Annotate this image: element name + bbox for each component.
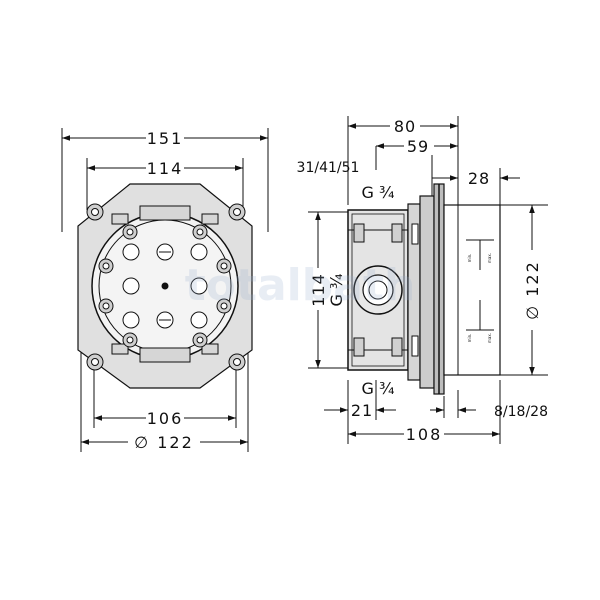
side-view: 80 59 31/41/51 28 114 G ¾ ∅ 122 G ¾ G ¾ (297, 116, 548, 444)
dim-108-label: 108 (406, 425, 443, 444)
dim-21-label: 21 (351, 401, 373, 420)
dim-diameter-vertical-label: ∅ 122 (523, 260, 542, 320)
max-top-label: max. (487, 253, 492, 263)
dim-106-label: 106 (147, 409, 184, 428)
dim-114-label: 114 (147, 159, 184, 178)
max-bottom-label: max. (487, 333, 492, 343)
dim-80-label: 80 (394, 117, 416, 136)
dim-114-vertical-label: 114 (309, 273, 328, 307)
min-bottom-label: min. (467, 334, 472, 343)
top-tab (139, 205, 191, 221)
dim-151-label: 151 (147, 129, 184, 148)
dim-diameter-122-label: ∅ 122 (134, 433, 194, 452)
cover-box (443, 204, 501, 376)
ring-bosses (98, 224, 232, 348)
thread-top-label: G ¾ (362, 183, 395, 202)
dim-28-label: 28 (468, 169, 490, 188)
min-top-label: min. (467, 254, 472, 263)
dim-tile-label: 8/18/28 (494, 404, 548, 420)
thread-bottom-label: G ¾ (362, 379, 395, 398)
bottom-tab (139, 347, 191, 363)
dim-59-label: 59 (407, 137, 429, 156)
watermark: totalbath (185, 260, 416, 311)
front-view: 151 114 106 ∅ 122 (61, 128, 269, 452)
knockout-grid (122, 243, 208, 329)
dim-cover-depth-label: 31/41/51 (297, 160, 360, 176)
thread-side-label: G ¾ (327, 274, 346, 307)
